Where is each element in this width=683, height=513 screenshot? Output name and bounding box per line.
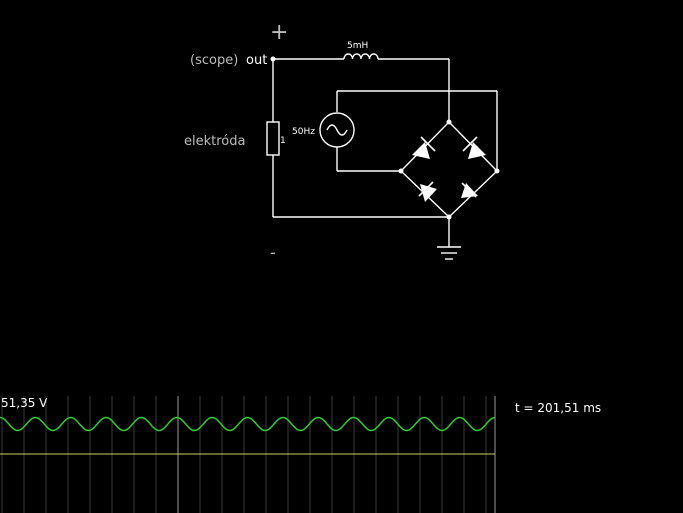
diode-lower-left[interactable]: [418, 181, 437, 202]
scope-waveform: [0, 416, 496, 432]
resistor[interactable]: [266, 121, 280, 156]
inductor[interactable]: [343, 53, 379, 60]
bridge-node-left[interactable]: [398, 168, 404, 174]
bridge-node-top[interactable]: [446, 119, 452, 125]
resistor-label: elektróda: [184, 134, 245, 149]
out-label: out: [246, 53, 267, 68]
ac-source[interactable]: [319, 91, 355, 171]
diode-upper-right[interactable]: [462, 136, 486, 159]
inductor-label: 5mH: [347, 41, 368, 51]
scope-panel[interactable]: [0, 396, 496, 513]
diode-upper-left[interactable]: [412, 136, 436, 159]
scope-label: (scope): [190, 53, 238, 68]
bridge-node-right[interactable]: [494, 168, 500, 174]
resistor-value: 1: [280, 136, 286, 146]
wire-left[interactable]: [272, 59, 449, 218]
scope-max-value: 51,35 V: [1, 396, 48, 410]
ground-symbol[interactable]: [437, 217, 461, 260]
source-label: 50Hz: [292, 127, 315, 137]
scope-time-readout: t = 201,51 ms: [515, 401, 601, 415]
plus-terminal-label: +: [270, 20, 288, 45]
bridge-rectifier[interactable]: [400, 121, 498, 218]
diode-lower-right[interactable]: [461, 182, 478, 198]
minus-terminal-label: -: [270, 243, 276, 262]
wire-source[interactable]: [337, 90, 498, 172]
